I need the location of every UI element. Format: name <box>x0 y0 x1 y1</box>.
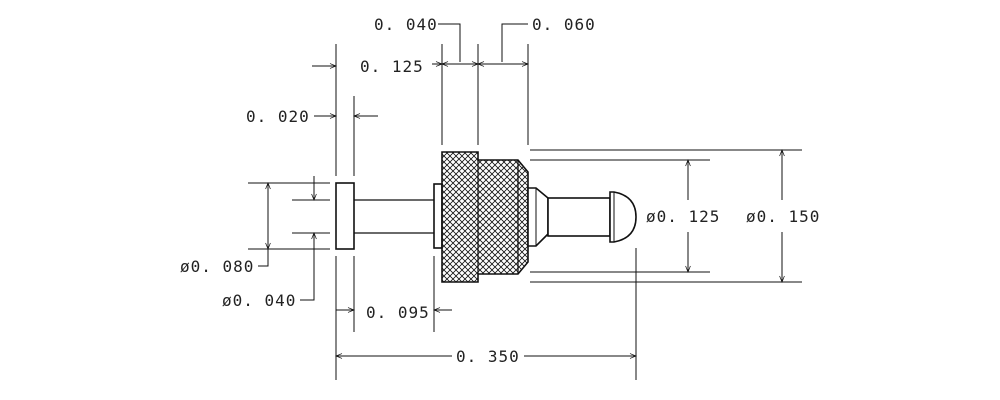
collar <box>433 183 443 249</box>
dim-shank-length: 0. 095 <box>366 303 430 322</box>
dim-flange-gap: 0. 020 <box>246 107 310 126</box>
dome-head <box>609 191 637 243</box>
part-outline <box>335 151 637 283</box>
left-flange <box>335 182 355 250</box>
dim-pin-dia: ø0. 040 <box>222 291 296 310</box>
dimension-lines <box>258 23 785 359</box>
knurled-body <box>441 151 529 283</box>
neck <box>527 187 549 247</box>
dim-small-dia: ø0. 080 <box>180 257 254 276</box>
dim-top-width-b: 0. 060 <box>532 15 596 34</box>
dim-outer-dia: ø0. 150 <box>746 207 820 226</box>
dim-inner-dia: ø0. 125 <box>646 207 720 226</box>
dim-overall-length: 0. 350 <box>456 347 520 366</box>
dim-knurl-width: 0. 125 <box>360 57 424 76</box>
dimension-labels: 0. 040 0. 060 0. 125 0. 020 ø0. 080 ø0. … <box>180 15 820 366</box>
tip-shaft <box>547 197 611 237</box>
dim-top-width-a: 0. 040 <box>374 15 438 34</box>
